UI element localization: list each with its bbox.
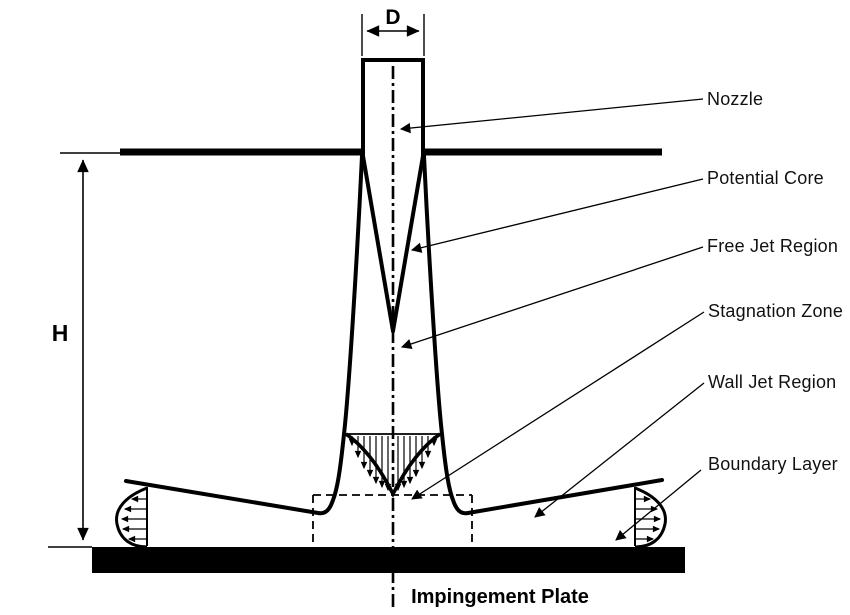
stagnation-zone-box [312,494,473,547]
impinging-velocity-profile [344,432,442,499]
diameter-dimension [361,14,425,56]
impingement-plate [92,547,685,573]
height-dimension [48,152,120,548]
velocity-hatch-arrows [348,436,438,492]
callout-free-jet-region: Free Jet Region [707,236,839,256]
leader-free-jet-region [401,246,704,349]
callout-leaders [399,98,705,541]
jet-shear-boundary [124,154,664,516]
boundary-layer-profile-left [115,486,148,549]
boundary-layer-profile-right [634,486,667,549]
nozzle-to-plate-height-label: H [51,320,69,346]
leader-wall-jet-region [534,382,705,518]
callout-boundary-layer: Boundary Layer [708,454,838,474]
nozzle-tube [361,58,425,158]
impingement-plate-label: Impingement Plate [411,586,589,608]
leader-boundary-layer [615,469,702,541]
callout-potential-core: Potential Core [707,168,824,188]
callout-wall-jet-region: Wall Jet Region [708,372,837,392]
leader-stagnation-zone [411,311,705,500]
callout-stagnation-zone: Stagnation Zone [708,301,844,321]
nozzle-diameter-label: D [385,6,401,29]
leader-potential-core [410,178,704,253]
potential-core-cone [361,154,425,333]
leader-nozzle [399,98,704,134]
callout-nozzle: Nozzle [707,89,764,109]
